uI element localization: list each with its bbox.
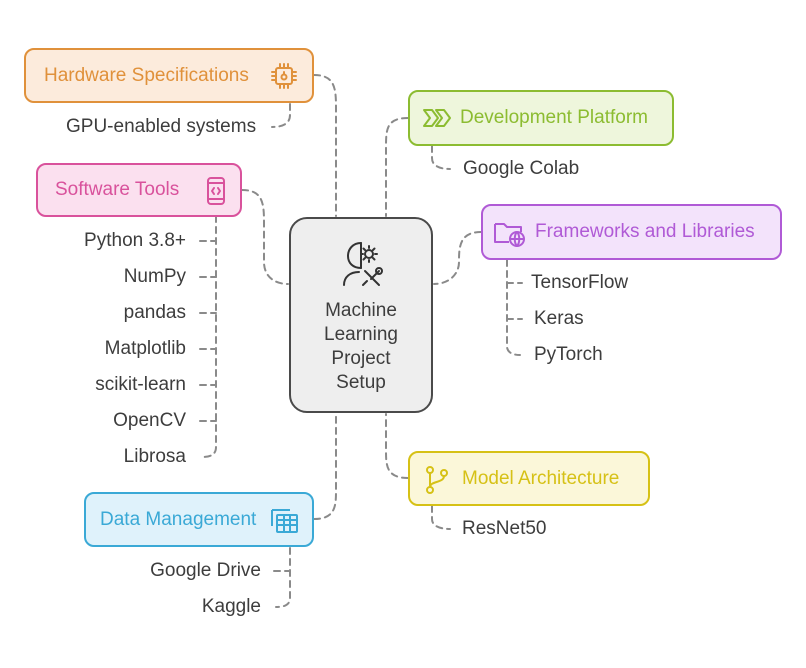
node-label: Model Architecture: [462, 467, 620, 489]
platform-leaf: Google Colab: [463, 158, 580, 179]
software-tools-node[interactable]: Software Tools: [36, 163, 242, 217]
node-label: Software Tools: [55, 179, 180, 200]
frameworks-leaf: TensorFlow: [531, 272, 629, 293]
software-leaf: pandas: [123, 302, 186, 323]
frameworks-libraries-node[interactable]: Frameworks and Libraries: [481, 204, 782, 260]
model-leaf: ResNet50: [462, 518, 547, 539]
branch-icon: [424, 465, 450, 495]
node-label: Hardware Specifications: [44, 64, 249, 86]
frameworks-leaf: Keras: [534, 308, 584, 329]
software-leaf: Matplotlib: [104, 338, 186, 359]
software-leaf: OpenCV: [113, 410, 186, 431]
software-leaf: Librosa: [123, 446, 186, 467]
central-line: Machine: [325, 300, 397, 321]
chevrons-right-icon: [422, 106, 458, 130]
table-grid-icon: [270, 506, 300, 534]
hardware-specifications-node[interactable]: Hardware Specifications: [24, 48, 314, 103]
software-leaf: NumPy: [123, 266, 186, 287]
node-label: Frameworks and Libraries: [535, 221, 755, 242]
central-line: Project: [331, 348, 391, 369]
data-leaf: Kaggle: [201, 596, 261, 617]
code-phone-icon: [202, 176, 230, 206]
software-leaf: scikit-learn: [95, 374, 186, 395]
person-gear-icon: [343, 242, 383, 286]
chip-icon: [270, 62, 298, 90]
frameworks-leaf: PyTorch: [534, 344, 603, 365]
model-architecture-node[interactable]: Model Architecture: [408, 451, 650, 506]
central-line: Setup: [336, 372, 386, 393]
development-platform-node[interactable]: Development Platform: [408, 90, 674, 146]
data-management-node[interactable]: Data Management: [84, 492, 314, 547]
central-label: Machine Learning Project Setup: [291, 299, 431, 395]
software-leaf: Python 3.8+: [84, 230, 186, 251]
central-line: Learning: [324, 324, 398, 345]
hardware-leaf: GPU-enabled systems: [66, 116, 257, 137]
node-label: Development Platform: [460, 107, 648, 128]
folder-globe-icon: [493, 218, 527, 248]
node-label: Data Management: [100, 508, 257, 530]
data-leaf: Google Drive: [150, 560, 261, 581]
central-node[interactable]: Machine Learning Project Setup: [289, 217, 433, 413]
